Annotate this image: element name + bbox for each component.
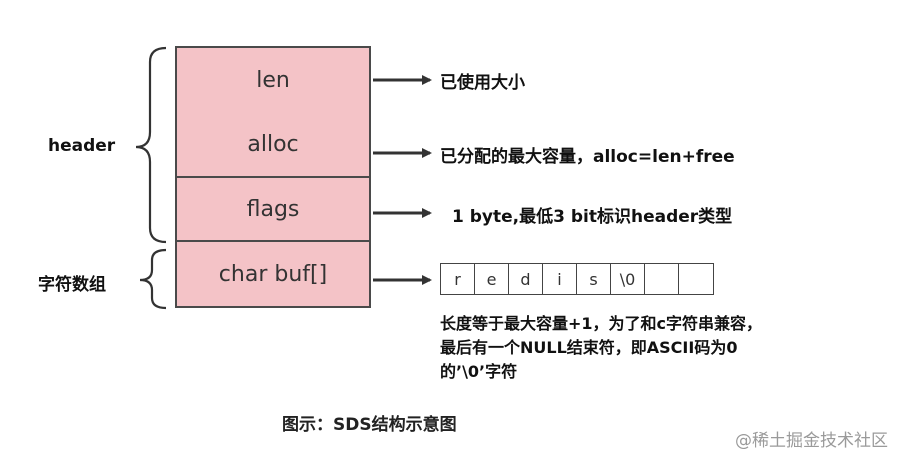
credit-watermark: @稀土掘金技术社区 (735, 431, 888, 451)
char-array-label: 字符数组 (38, 275, 106, 295)
field-alloc: alloc (175, 112, 371, 178)
buffer-cell (679, 264, 713, 294)
note-alloc: 已分配的最大容量，alloc=len+free (440, 147, 735, 167)
header-label: header (48, 136, 116, 156)
buffer-cell: r (441, 264, 475, 294)
buffer-cell: \0 (611, 264, 645, 294)
note-buf: 长度等于最大容量+1，为了和c字符串兼容， 最后有一个NULL结束符，即ASCI… (440, 312, 762, 384)
note-buf-line: 最后有一个NULL结束符，即ASCII码为0 (440, 338, 738, 357)
note-buf-line: 的’\0’字符 (440, 362, 518, 381)
field-buf: char buf[] (175, 242, 371, 308)
buffer-cell: i (543, 264, 577, 294)
buffer-cells: r e d i s \0 (440, 263, 714, 295)
note-len: 已使用大小 (440, 73, 525, 93)
buffer-cell: d (509, 264, 543, 294)
buffer-cell: e (475, 264, 509, 294)
note-buf-line: 长度等于最大容量+1，为了和c字符串兼容， (440, 314, 763, 333)
header-brace (135, 46, 167, 244)
note-flags: 1 byte,最低3 bit标识header类型 (452, 207, 733, 227)
buffer-cell (645, 264, 679, 294)
field-len: len (175, 46, 371, 114)
field-flags: flags (175, 178, 371, 242)
diagram-caption: 图示：SDS结构示意图 (282, 415, 457, 435)
char-array-brace (139, 248, 167, 310)
buffer-cell: s (577, 264, 611, 294)
